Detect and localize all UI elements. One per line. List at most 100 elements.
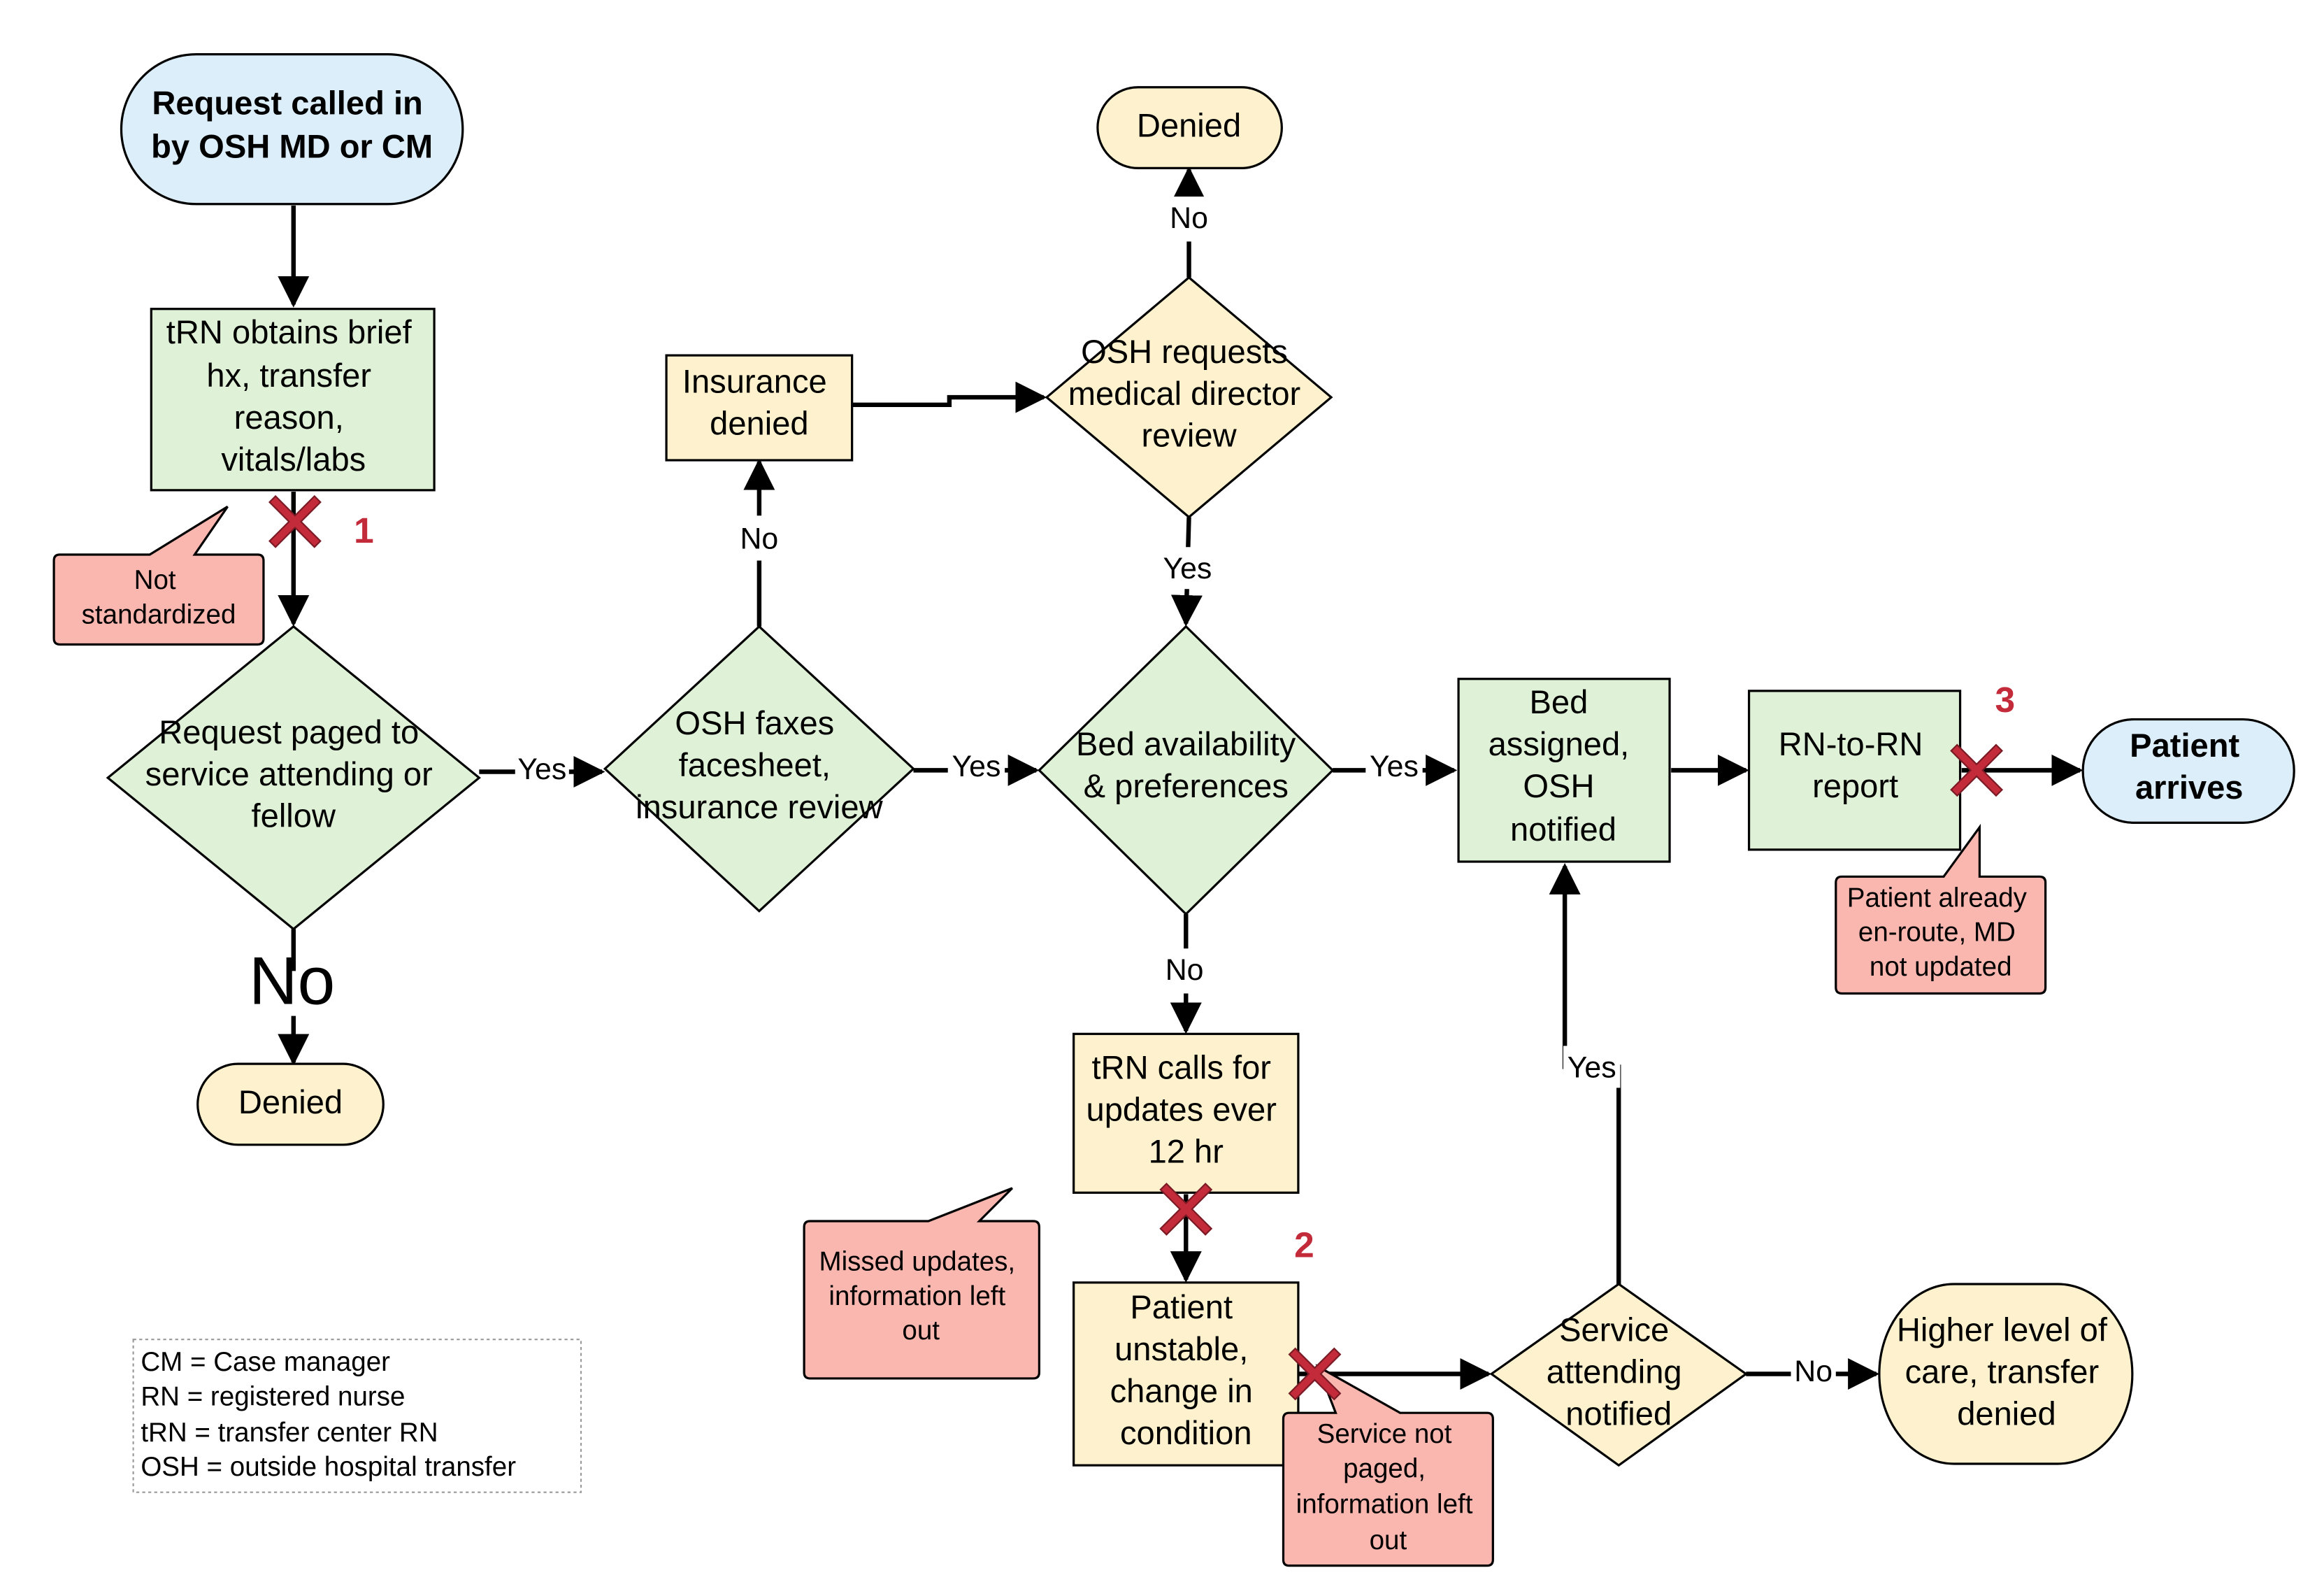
node-patient-unstable-line-1: Patient xyxy=(1130,1288,1233,1325)
node-service-notified-line-1: Service xyxy=(1559,1311,1669,1348)
svg-text:Bed availability & prefe: Bed availability & preferences xyxy=(1076,725,1305,804)
svg-text:Service not paged,: Service not paged, information left out xyxy=(1296,1419,1481,1555)
legend-line-rn: RN = registered nurse xyxy=(141,1381,405,1411)
node-bed-assigned-line-2: assigned, xyxy=(1489,725,1630,762)
svg-text:Request paged to service: Request paged to service attending or fe… xyxy=(145,713,442,834)
node-osh-requests-decision: OSH requests medical director review xyxy=(1045,276,1333,519)
edge-label-faxes-yes: Yes xyxy=(952,750,1000,783)
node-osh-faxes-line-2: facesheet, xyxy=(679,746,831,783)
callout-not-standardized: Not standardized xyxy=(52,506,265,646)
callout-1-line-1: Not xyxy=(134,565,176,595)
node-bed-assigned-line-3: OSH xyxy=(1523,767,1594,804)
svg-text:Higher level of care, tr: Higher level of care, transfer denied xyxy=(1897,1311,2116,1432)
callout-2-missed-line-2: information left xyxy=(829,1281,1005,1311)
svg-text:Patient arrives: Patient arrives xyxy=(2130,727,2248,806)
node-request-paged-line-2: service attending or xyxy=(145,755,433,792)
node-osh-requests-line-2: medical director xyxy=(1068,375,1301,412)
node-patient-arrives-line-2: arrives xyxy=(2135,769,2244,806)
node-patient-unstable: Patient unstable, change in condition xyxy=(1073,1281,1300,1467)
edge-label-faxes-no: No xyxy=(740,522,778,555)
node-bed-availability-line-2: & preferences xyxy=(1084,767,1289,804)
svg-text:RN-to-RN report: RN-to-RN report xyxy=(1779,725,1932,804)
node-patient-unstable-line-4: condition xyxy=(1120,1414,1252,1451)
svg-text:Missed updates, informat: Missed updates, information left out xyxy=(819,1247,1022,1346)
node-trn-obtains-line-2: hx, transfer xyxy=(206,357,371,394)
callout-3-line-1: Patient already xyxy=(1847,883,2028,913)
callout-2-service-line-1: Service not xyxy=(1317,1419,1452,1449)
callout-service-not-paged: Service not paged, information left out xyxy=(1282,1364,1494,1567)
failure-number-2: 2 xyxy=(1294,1224,1314,1264)
node-service-notified-line-2: attending xyxy=(1547,1353,1682,1390)
callout-2-service-line-3: information left xyxy=(1296,1490,1473,1520)
svg-text:Patient already en-route: Patient already en-route, MD not updated xyxy=(1847,883,2035,982)
node-trn-obtains-line-4: vitals/labs xyxy=(221,441,366,478)
edge-label-paged-no: No xyxy=(249,943,335,1018)
node-insurance-denied-line-2: denied xyxy=(710,405,808,442)
callout-1-line-2: standardized xyxy=(82,599,236,629)
edge-label-bed-no: No xyxy=(1165,953,1204,987)
node-denied-top: Denied xyxy=(1096,86,1283,169)
node-denied-left-label: Denied xyxy=(238,1083,343,1120)
node-rn-to-rn-line-1: RN-to-RN xyxy=(1779,725,1923,762)
node-denied-left: Denied xyxy=(196,1062,385,1146)
node-trn-calls-line-1: tRN calls for xyxy=(1091,1049,1271,1086)
svg-text:Service attending: Service attending notified xyxy=(1547,1311,1691,1432)
node-request-paged-decision: Request paged to service attending or fe… xyxy=(106,625,481,931)
node-trn-obtains-line-3: reason, xyxy=(234,399,344,436)
node-request-line-2: by OSH MD or CM xyxy=(151,127,433,164)
node-rn-to-rn-report: RN-to-RN report xyxy=(1747,690,1962,851)
node-osh-faxes-line-1: OSH faxes xyxy=(675,704,834,741)
node-request-paged-line-1: Request paged to xyxy=(159,713,419,750)
callout-2-service-line-4: out xyxy=(1370,1525,1407,1555)
edge-insurance-to-director xyxy=(852,381,1047,413)
legend-line-osh: OSH = outside hospital transfer xyxy=(141,1452,516,1482)
legend: CM = Case manager RN = registered nurse … xyxy=(132,1339,582,1493)
node-bed-assigned: Bed assigned, OSH notified xyxy=(1457,678,1671,863)
red-x-icon xyxy=(1159,1182,1213,1236)
svg-text:Not standardized: Not standardized xyxy=(82,565,236,629)
node-rn-to-rn-line-2: report xyxy=(1812,767,1898,804)
legend-line-cm: CM = Case manager xyxy=(141,1347,390,1377)
node-denied-top-label: Denied xyxy=(1137,106,1241,143)
node-trn-calls-line-2: updates ever xyxy=(1086,1091,1277,1128)
svg-text:tRN calls for updates ev: tRN calls for updates ever 12 hr xyxy=(1086,1049,1286,1170)
node-insurance-denied-line-1: Insurance xyxy=(682,363,827,400)
node-bed-availability-line-1: Bed availability xyxy=(1076,725,1296,762)
node-request-paged-line-3: fellow xyxy=(252,797,336,834)
node-osh-faxes-line-3: insurance review xyxy=(636,788,883,825)
edge-label-paged-yes: Yes xyxy=(517,753,566,786)
node-patient-unstable-line-2: unstable, xyxy=(1114,1330,1248,1367)
node-bed-availability-decision: Bed availability & preferences xyxy=(1038,625,1335,916)
svg-text:Request called in by OSH: Request called in by OSH MD or CM xyxy=(151,84,433,164)
edge-label-service-no: No xyxy=(1794,1355,1832,1388)
callout-2-missed-line-3: out xyxy=(902,1316,940,1346)
node-trn-calls-updates: tRN calls for updates ever 12 hr xyxy=(1073,1032,1300,1194)
node-patient-unstable-line-3: change in xyxy=(1110,1372,1253,1409)
node-higher-level-line-3: denied xyxy=(1957,1395,2056,1432)
callout-missed-updates: Missed updates, information left out xyxy=(803,1187,1040,1380)
red-x-icon xyxy=(1950,743,2004,797)
svg-text:Insurance denied: Insurance denied xyxy=(682,363,836,442)
edge-label-director-yes: Yes xyxy=(1163,552,1212,585)
svg-text:Bed assigned, OSH: Bed assigned, OSH notified xyxy=(1489,683,1639,848)
node-higher-level-care: Higher level of care, transfer denied xyxy=(1878,1283,2134,1465)
callout-3-line-2: en-route, MD xyxy=(1858,918,2016,948)
node-higher-level-line-2: care, transfer xyxy=(1905,1353,2100,1390)
svg-text:Patient unstable,: Patient unstable, change in condition xyxy=(1110,1288,1262,1451)
node-patient-arrives: Patient arrives xyxy=(2081,718,2295,824)
node-request-line-1: Request called in xyxy=(152,84,422,121)
legend-line-trn: tRN = transfer center RN xyxy=(141,1418,438,1448)
node-bed-assigned-line-4: notified xyxy=(1510,811,1616,848)
svg-text:CM = Case manager RN = r: CM = Case manager RN = registered nurse … xyxy=(141,1347,516,1482)
node-osh-faxes-decision: OSH faxes facesheet, insurance review xyxy=(603,625,915,913)
callout-3-line-3: not updated xyxy=(1870,952,2012,982)
node-osh-requests-line-1: OSH requests xyxy=(1081,333,1288,370)
edge-label-service-yes: Yes xyxy=(1568,1050,1616,1084)
callout-patient-en-route: Patient already en-route, MD not updated xyxy=(1835,823,2047,995)
node-trn-obtains-hx: tRN obtains brief hx, transfer reason, v… xyxy=(150,308,436,492)
node-service-notified-decision: Service attending notified xyxy=(1489,1283,1749,1467)
svg-text:OSH faxes facesheet,: OSH faxes facesheet, insurance review xyxy=(636,704,883,825)
edge-label-bed-yes: Yes xyxy=(1370,750,1419,783)
node-trn-obtains-line-1: tRN obtains brief xyxy=(166,313,413,350)
